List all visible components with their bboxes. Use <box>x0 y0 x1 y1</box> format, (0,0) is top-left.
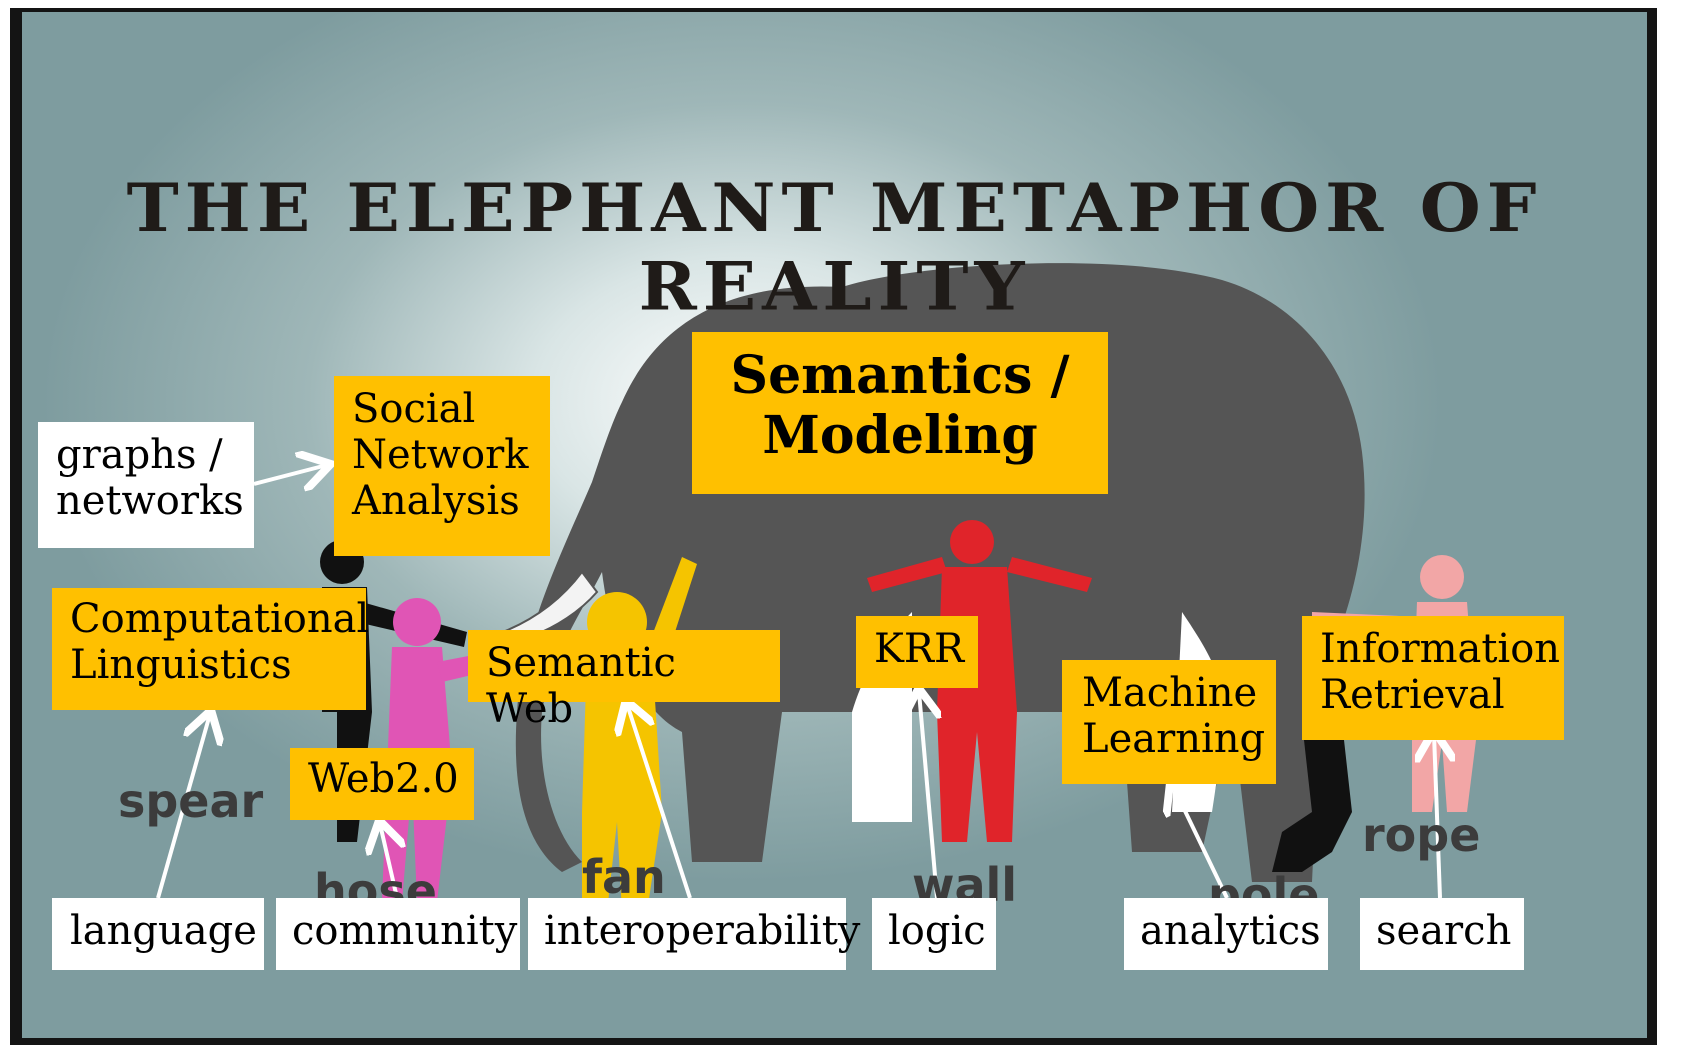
box-computational-linguistics: Computational Linguistics <box>52 588 370 710</box>
sna-line-2: Network <box>352 432 529 478</box>
box-social-network-analysis: Social Network Analysis <box>334 376 550 556</box>
arrow-community-to-web2 <box>380 824 397 899</box>
arrow-analytics-to-ml <box>1172 784 1229 899</box>
ir-line-1: Information <box>1320 626 1561 672</box>
graphs-line-1: graphs / <box>56 432 223 478</box>
box-krr: KRR <box>856 616 978 688</box>
sna-line-3: Analysis <box>352 478 520 524</box>
poster-title: THE ELEPHANT METAPHOR OF REALITY <box>126 168 1543 326</box>
box-semantic-web: Semantic Web <box>468 630 780 732</box>
box-community: community <box>276 898 520 970</box>
box-logic: logic <box>872 898 996 970</box>
box-machine-learning: Machine Learning <box>1062 660 1276 784</box>
arrow-search-to-ir <box>1434 734 1440 899</box>
box-information-retrieval: Information Retrieval <box>1302 616 1564 740</box>
ml-line-1: Machine <box>1082 670 1258 716</box>
elephant-poster: THE ELEPHANT METAPHOR OF REALITY spear h… <box>22 12 1647 1038</box>
search-line-1: search <box>1376 908 1512 954</box>
box-web2: Web2.0 <box>290 748 474 820</box>
graphs-line-2: networks <box>56 478 244 524</box>
sna-line-1: Social <box>352 386 476 432</box>
cl-line-1: Computational <box>70 596 370 642</box>
box-language: language <box>52 898 264 970</box>
center-box-line-1: Semantics / <box>730 345 1070 406</box>
box-graphs-networks: graphs / networks <box>38 422 254 548</box>
connector-arrows <box>156 465 1440 899</box>
semweb-line-1: Semantic Web <box>486 640 676 732</box>
figure-label-fan: fan <box>582 850 666 904</box>
poster-artwork <box>156 263 1477 912</box>
interop-line-1: interoperability <box>544 908 861 954</box>
arrow-language-to-cl <box>156 714 210 899</box>
cl-line-2: Linguistics <box>70 642 292 688</box>
arrow-interop-to-semweb <box>627 704 692 899</box>
ml-line-2: Learning <box>1082 716 1266 762</box>
box-analytics: analytics <box>1124 898 1328 970</box>
community-line-1: community <box>292 908 518 954</box>
web2-line-1: Web2.0 <box>308 756 459 802</box>
figure-label-rope: rope <box>1362 808 1481 862</box>
analytics-line-1: analytics <box>1140 908 1321 954</box>
figure-label-spear: spear <box>118 774 264 828</box>
arrow-logic-to-krr <box>919 692 937 899</box>
semantics-modeling-box: Semantics / Modeling <box>692 332 1108 494</box>
ir-line-2: Retrieval <box>1320 672 1505 718</box>
logic-line-1: logic <box>888 908 986 954</box>
box-search: search <box>1360 898 1524 970</box>
arrow-graphs-to-sna <box>253 465 327 484</box>
box-interoperability: interoperability <box>528 898 861 970</box>
center-box-line-2: Modeling <box>762 404 1038 466</box>
language-line-1: language <box>70 908 257 954</box>
krr-line-1: KRR <box>874 626 965 672</box>
